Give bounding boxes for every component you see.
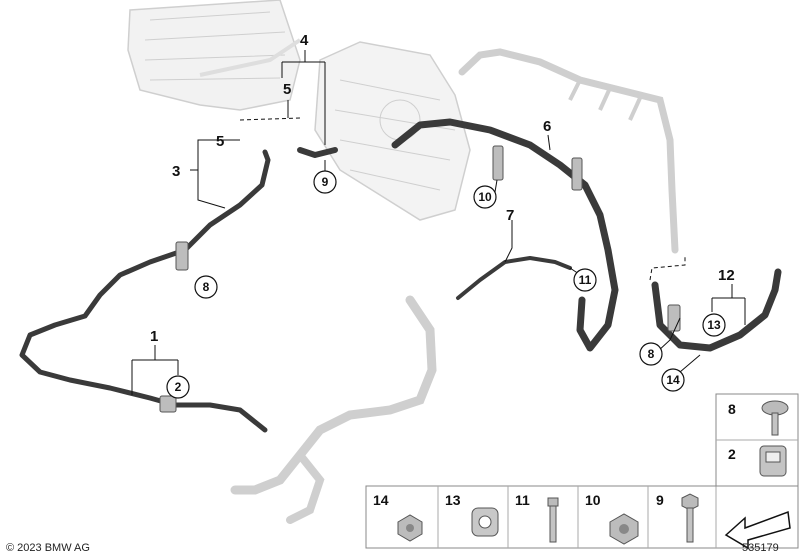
- ghost-pipe-upper-right: [458, 48, 679, 254]
- callout-6: 6: [543, 118, 551, 135]
- legend-arrow: [724, 510, 791, 550]
- ghost-housing-left: [127, 0, 302, 111]
- svg-text:11: 11: [515, 492, 530, 508]
- callout-13: 13: [702, 313, 726, 337]
- bracket-10: [492, 145, 504, 181]
- callout-3: 3: [172, 163, 180, 180]
- ghost-pipe-lower-middle: [230, 295, 437, 495]
- svg-text:2: 2: [175, 380, 182, 394]
- callout-1: 1: [150, 328, 158, 345]
- legend-item-8: 8: [728, 400, 789, 436]
- callout-5-top: 5: [283, 81, 291, 98]
- bolt-icon: [547, 497, 559, 507]
- callout-labels: 1 3 5 4 5 6 7 12: [150, 32, 735, 345]
- svg-text:8: 8: [728, 401, 736, 417]
- svg-text:10: 10: [585, 492, 601, 508]
- callout-8-left: 8: [194, 275, 218, 299]
- svg-text:8: 8: [203, 280, 210, 294]
- direction-arrow-icon: [724, 510, 791, 550]
- svg-text:9: 9: [656, 492, 664, 508]
- callout-2: 2: [166, 375, 190, 399]
- legend-panel: 14 13 11 10 9: [365, 485, 799, 550]
- bracket-8-right: [667, 304, 681, 332]
- legend-item-11: 11: [515, 492, 559, 543]
- callout-10: 10: [473, 185, 497, 209]
- ghost-housing-center: [314, 41, 471, 221]
- bracket-8-left: [175, 241, 189, 271]
- svg-text:2: 2: [728, 446, 736, 462]
- circled-callouts: 2 8 9 10 11 13 8 14: [166, 170, 726, 399]
- brackets: [159, 145, 681, 413]
- legend-item-13: 13: [445, 492, 499, 537]
- callout-14: 14: [661, 368, 685, 392]
- callout-8-right: 8: [639, 342, 663, 366]
- svg-text:13: 13: [445, 492, 461, 508]
- hose-7: [456, 256, 572, 300]
- svg-text:11: 11: [579, 273, 592, 287]
- hose-connector-9: [297, 147, 338, 158]
- legend-item-10: 10: [585, 492, 639, 545]
- svg-text:10: 10: [478, 190, 492, 204]
- legend-item-14: 14: [373, 492, 423, 542]
- callout-4: 4: [300, 32, 309, 49]
- callout-12: 12: [718, 267, 735, 284]
- legend-item-9: 9: [656, 492, 699, 543]
- bracket-2: [159, 395, 177, 413]
- callout-11: 11: [573, 268, 597, 292]
- ghost-components: [127, 0, 679, 524]
- legend-side: 8 2: [715, 393, 799, 487]
- copyright-text: © 2023 BMW AG: [6, 542, 90, 554]
- callout-5-left: 5: [216, 133, 224, 150]
- svg-text:14: 14: [666, 373, 680, 387]
- svg-text:9: 9: [322, 175, 329, 189]
- document-number: 535179: [742, 542, 779, 554]
- bracket-6: [571, 157, 583, 191]
- svg-text:13: 13: [707, 318, 721, 332]
- hose-6: [391, 118, 619, 352]
- svg-text:14: 14: [373, 492, 389, 508]
- callout-9: 9: [313, 170, 337, 194]
- callout-7: 7: [506, 207, 514, 224]
- svg-text:8: 8: [648, 347, 655, 361]
- hose-12: [651, 268, 782, 352]
- legend-item-2: 2: [728, 445, 787, 477]
- leader-lines: [131, 50, 746, 395]
- hex-bolt-icon: [681, 493, 699, 511]
- hose-1: [19, 149, 271, 433]
